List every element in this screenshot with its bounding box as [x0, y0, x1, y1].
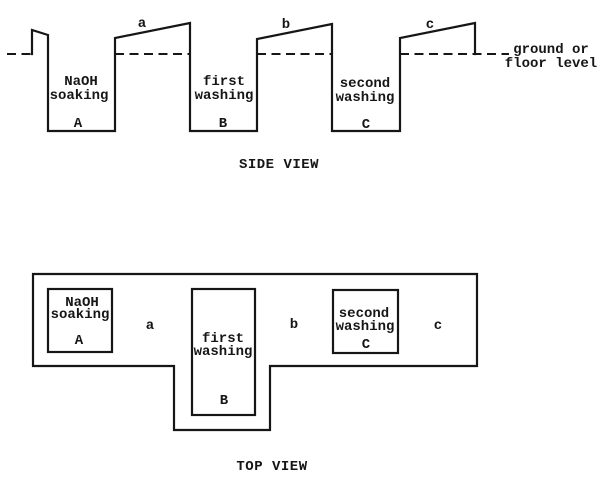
top-tank-b-letter: B	[220, 393, 229, 409]
top-ramp-a-label: a	[146, 318, 155, 334]
top-tank-a-name-line2: soaking	[51, 307, 110, 323]
side-tank-a-name-line2: soaking	[50, 88, 109, 104]
top-tank-b-name-line2: washing	[194, 344, 253, 360]
top-tank-b-box	[190, 287, 257, 417]
top-tank-b-name-line1: first	[202, 331, 244, 347]
side-tank-b-name-line1: first	[203, 74, 245, 90]
top-view: NaOH soaking A first washing B second wa…	[31, 272, 479, 475]
top-tank-c-name-line2: washing	[336, 319, 395, 335]
side-tank-a-name-line1: NaOH	[64, 74, 98, 90]
side-tank-c-name-line1: second	[340, 76, 390, 92]
ground-level-label-line2: floor level	[505, 56, 597, 72]
top-view-outline	[31, 272, 479, 432]
top-view-title: TOP VIEW	[236, 459, 307, 475]
side-ramp-a-label: a	[138, 16, 147, 32]
top-ramp-c-label: c	[434, 318, 442, 334]
top-tank-a-box	[46, 287, 114, 354]
top-tank-a-name-line1: NaOH	[65, 295, 99, 311]
top-tank-c-letter: C	[362, 337, 371, 353]
side-ramp-c-label: c	[426, 17, 434, 33]
top-tank-c-name-line1: second	[339, 306, 389, 322]
side-ramp-b-label: b	[282, 17, 290, 33]
side-tank-b-name-line2: washing	[195, 88, 254, 104]
top-tank-c-box	[331, 288, 400, 355]
side-view: NaOH soaking A first washing B second wa…	[7, 16, 597, 173]
top-ramp-b-label: b	[290, 317, 298, 333]
side-profile-outline	[30, 21, 477, 133]
side-tank-a-letter: A	[74, 116, 83, 132]
top-tank-a-letter: A	[75, 333, 84, 349]
side-tank-c-name-line2: washing	[336, 90, 395, 106]
side-view-title: SIDE VIEW	[239, 157, 319, 173]
ground-level-label-line1: ground or	[513, 42, 589, 58]
side-tank-c-letter: C	[362, 117, 371, 133]
side-tank-b-letter: B	[219, 116, 228, 132]
